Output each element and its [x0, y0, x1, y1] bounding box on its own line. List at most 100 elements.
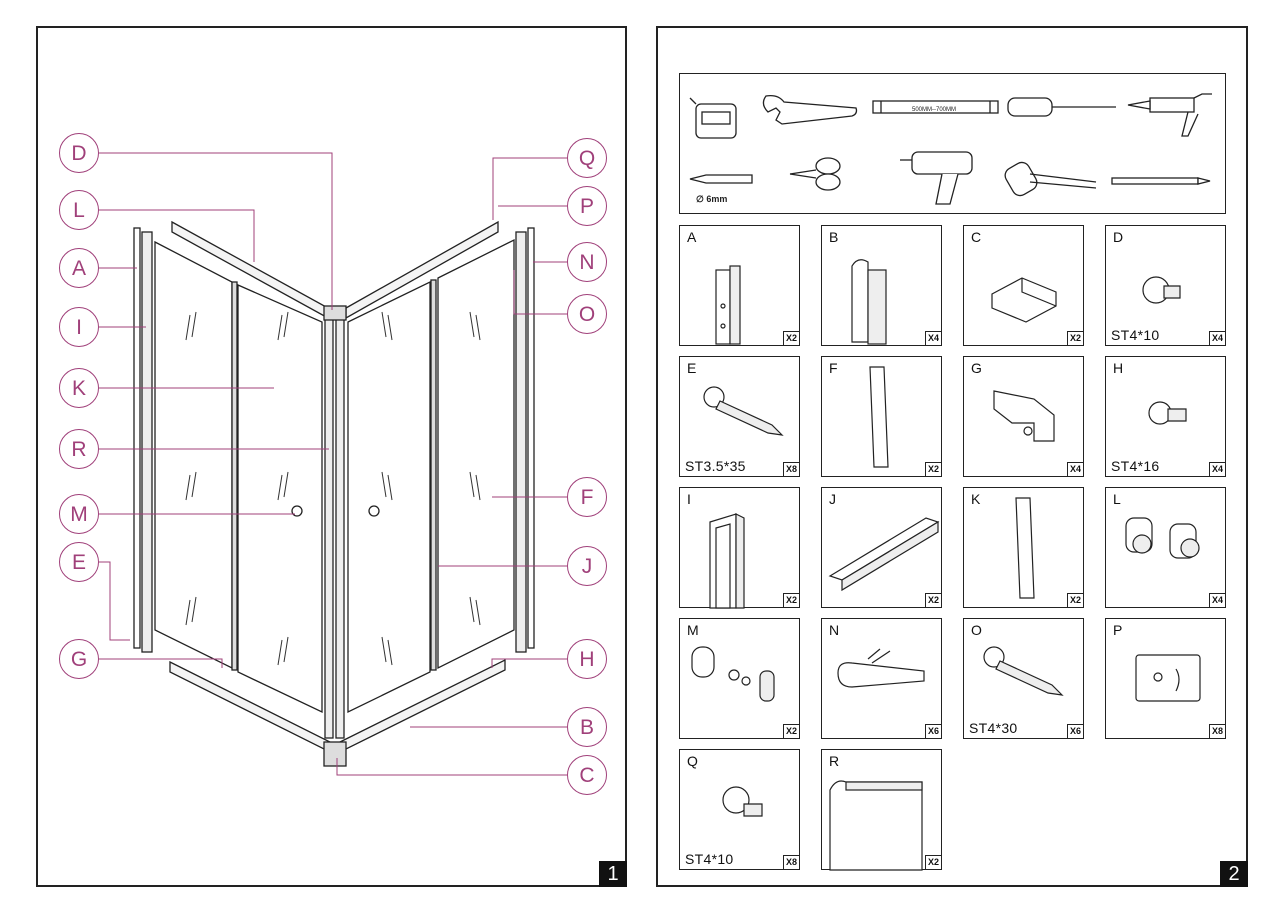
part-letter: Q [687, 753, 698, 769]
part-letter: E [687, 360, 697, 376]
part-illustration [991, 277, 1057, 323]
callout-o: O [567, 294, 607, 334]
part-quantity: X4 [1208, 331, 1225, 345]
part-quantity: X4 [1208, 593, 1225, 607]
caulking-gun-icon [1127, 93, 1212, 137]
part-illustration [829, 780, 923, 871]
callout-r: R [59, 429, 99, 469]
part-spec: ST4*10 [1111, 327, 1160, 343]
callout-c: C [567, 755, 607, 795]
part-quantity: X4 [924, 331, 941, 345]
tools-illustration: 500MM--700MM ∅ 6mm [689, 93, 1212, 205]
part-box-a: A X2 [679, 225, 800, 346]
part-letter: C [971, 229, 982, 245]
part-quantity: X8 [1208, 724, 1225, 738]
part-illustration [715, 265, 741, 345]
page-number: 2 [1220, 861, 1248, 887]
level-icon [872, 100, 999, 114]
part-quantity: X2 [782, 593, 799, 607]
part-box-j: J X2 [821, 487, 942, 608]
level-label: 500MM--700MM [912, 107, 956, 113]
scissors-icon [789, 157, 841, 191]
part-box-r: R X2 [821, 749, 942, 871]
part-quantity: X6 [924, 724, 941, 738]
part-box-i: I X2 [679, 487, 800, 609]
drill-bit-icon [689, 174, 753, 184]
part-letter: B [829, 229, 839, 245]
part-illustration [1135, 654, 1201, 702]
part-quantity: X2 [924, 462, 941, 476]
part-illustration [709, 513, 745, 609]
part-quantity: X4 [1208, 462, 1225, 476]
part-quantity: X8 [782, 855, 799, 869]
tape-measure-icon [689, 97, 737, 139]
callout-f: F [567, 477, 607, 517]
part-letter: L [1113, 491, 1121, 507]
part-illustration [703, 386, 784, 436]
callout-i: I [59, 307, 99, 347]
callout-k: K [59, 368, 99, 408]
part-letter: P [1113, 622, 1123, 638]
callout-h: H [567, 639, 607, 679]
part-box-b: B X4 [821, 225, 942, 346]
part-quantity: X2 [1066, 593, 1083, 607]
part-letter: I [687, 491, 691, 507]
part-quantity: X4 [1066, 462, 1083, 476]
part-letter: K [971, 491, 981, 507]
part-illustration [1125, 517, 1200, 559]
part-box-p: P X8 [1105, 618, 1226, 739]
callout-l: L [59, 190, 99, 230]
part-spec: ST4*30 [969, 720, 1018, 736]
part-box-f: F X2 [821, 356, 942, 477]
part-illustration [722, 786, 763, 817]
part-box-k: K X2 [963, 487, 1084, 608]
page-number: 1 [599, 861, 627, 887]
wrench-icon [762, 94, 858, 125]
part-illustration [1148, 401, 1187, 425]
part-quantity: X2 [782, 724, 799, 738]
part-quantity: X2 [782, 331, 799, 345]
part-quantity: X6 [1066, 724, 1083, 738]
part-letter: G [971, 360, 982, 376]
screwdriver-icon [1007, 97, 1116, 117]
callout-a: A [59, 248, 99, 288]
part-quantity: X2 [924, 593, 941, 607]
part-illustration [828, 517, 940, 592]
part-letter: O [971, 622, 982, 638]
part-letter: A [687, 229, 697, 245]
part-spec: ST4*10 [685, 851, 734, 867]
tools-panel: 500MM--700MM ∅ 6mm [679, 73, 1226, 214]
part-illustration [993, 390, 1055, 442]
callout-p: P [567, 186, 607, 226]
part-box-l: L X4 [1105, 487, 1226, 608]
part-box-h: H ST4*16 X4 [1105, 356, 1226, 477]
part-box-d: D ST4*10 X4 [1105, 225, 1226, 346]
part-box-o: O ST4*30 X6 [963, 618, 1084, 739]
part-letter: F [829, 360, 838, 376]
part-box-n: N X6 [821, 618, 942, 739]
callout-e: E [59, 542, 99, 582]
part-illustration [691, 646, 775, 702]
callout-n: N [567, 242, 607, 282]
part-illustration [837, 648, 925, 688]
part-letter: D [1113, 229, 1124, 245]
drill-bit-label: ∅ 6mm [696, 194, 727, 204]
part-quantity: X8 [782, 462, 799, 476]
part-letter: J [829, 491, 836, 507]
part-letter: H [1113, 360, 1124, 376]
part-letter: R [829, 753, 840, 769]
part-spec: ST4*16 [1111, 458, 1160, 474]
part-quantity: X2 [924, 855, 941, 869]
part-box-g: G X4 [963, 356, 1084, 477]
part-box-q: Q ST4*10 X8 [679, 749, 800, 870]
callout-q: Q [567, 138, 607, 178]
pencil-icon [1111, 177, 1211, 185]
part-illustration [851, 259, 887, 345]
hammer-icon [1004, 161, 1097, 197]
part-illustration [1015, 497, 1035, 599]
callout-m: M [59, 494, 99, 534]
part-letter: N [829, 622, 840, 638]
